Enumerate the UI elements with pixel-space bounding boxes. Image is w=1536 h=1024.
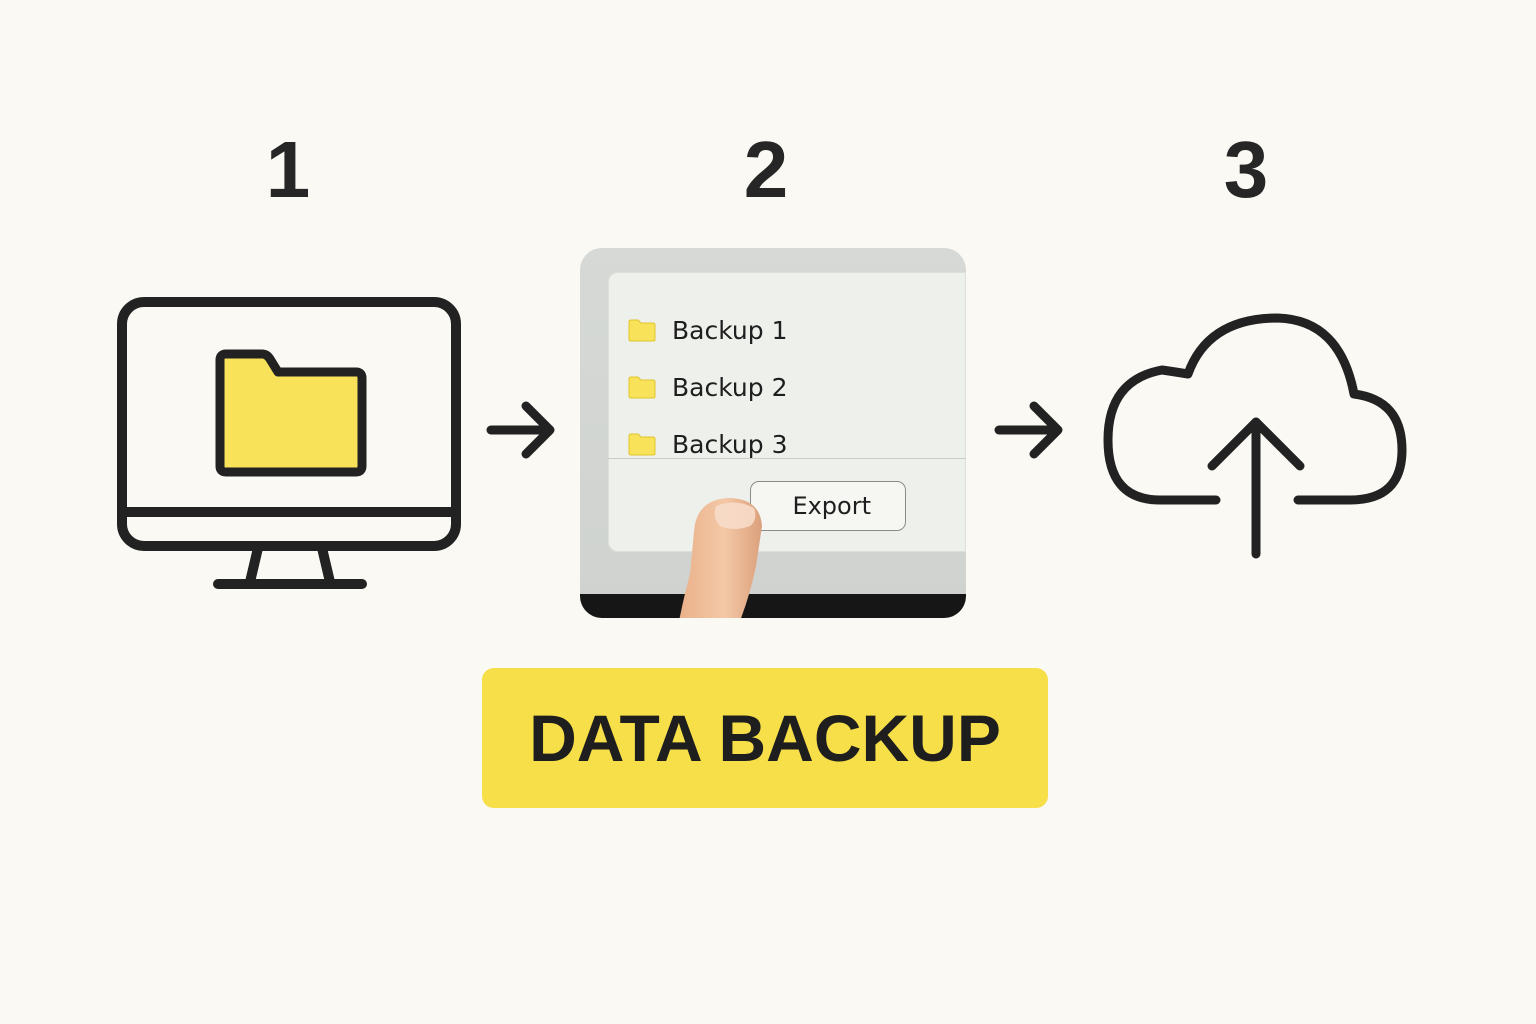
export-button[interactable]: Export: [750, 481, 906, 531]
folder-icon: [628, 319, 656, 342]
cloud-upload-icon: [1103, 313, 1407, 559]
arrow-right-icon: [994, 401, 1063, 459]
backup-item-label: Backup 1: [672, 315, 788, 345]
arrow-right-icon: [486, 401, 555, 459]
folder-icon: [215, 349, 367, 477]
finger-pointer-icon: [679, 498, 762, 618]
step-number-2: 2: [743, 125, 789, 214]
backup-panel: Backup 1 Backup 2 Backup 3 Export: [608, 272, 966, 552]
folder-icon: [628, 433, 656, 456]
backup-item-label: Backup 2: [672, 372, 788, 402]
step-number-1: 1: [265, 125, 311, 214]
folder-icon: [628, 376, 656, 399]
step-number-3: 3: [1223, 125, 1269, 214]
backup-list: Backup 1 Backup 2 Backup 3: [608, 272, 966, 459]
title-badge: DATA BACKUP: [482, 668, 1048, 808]
backup-window: Backup 1 Backup 2 Backup 3 Export: [580, 248, 966, 618]
list-item[interactable]: Backup 3: [628, 424, 788, 464]
backup-item-label: Backup 3: [672, 429, 788, 459]
list-item[interactable]: Backup 1: [628, 310, 788, 350]
list-item[interactable]: Backup 2: [628, 367, 788, 407]
computer-folder-icon: [117, 297, 461, 589]
window-bottom-bar: [580, 594, 966, 618]
